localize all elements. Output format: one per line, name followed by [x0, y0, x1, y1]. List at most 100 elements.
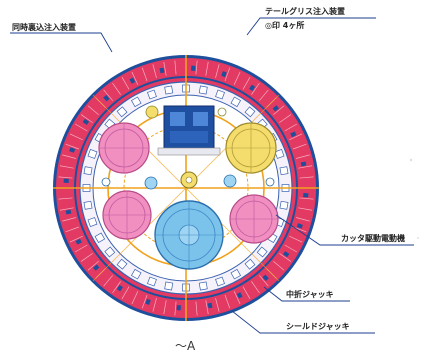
ring-fitting — [290, 131, 297, 138]
speck — [409, 158, 413, 162]
ring-hatch-line — [205, 300, 209, 315]
jack-cell — [130, 96, 142, 108]
ring-hatch-line — [103, 275, 113, 287]
ring-hatch-line — [242, 286, 251, 300]
jack-cell — [116, 106, 128, 118]
ring-hatch-line — [296, 217, 310, 222]
ring-fitting — [296, 223, 303, 229]
ring-fitting — [300, 161, 307, 167]
ring-hatch-line — [121, 76, 130, 90]
ring-hatch-line — [215, 298, 220, 312]
label-tail-grease-note: ◎印 4ヶ所 — [265, 20, 304, 30]
ring-hatch-line — [195, 301, 198, 316]
leader-lines — [10, 17, 414, 334]
figure-caption: ～A — [175, 339, 196, 353]
ring-hatch-line — [65, 226, 79, 233]
ring-hatch-line — [74, 123, 88, 132]
ring-hatch-line — [233, 291, 241, 305]
jack-cell — [83, 166, 93, 176]
ring-hatch-line — [174, 60, 177, 75]
ring-hatch-line — [65, 143, 79, 150]
ring-fitting — [272, 105, 279, 112]
jack-cell — [256, 246, 268, 258]
jack-cell — [230, 96, 242, 108]
ring-hatch-line — [69, 133, 83, 141]
jack-cell — [198, 85, 208, 95]
label-simultaneous-backfill: 同時裏込注入装置 — [12, 22, 76, 32]
ring-fitting — [145, 298, 151, 305]
pink-motor-bottom-right — [229, 194, 279, 244]
ring-hatch-line — [251, 281, 260, 294]
label-tail-grease: テールグリス注入装置 — [265, 6, 345, 16]
circular-section — [53, 55, 319, 321]
ring-hatch-line — [205, 61, 209, 76]
ring-fitting — [159, 67, 165, 74]
jack-cell — [279, 166, 289, 176]
ring-hatch-line — [141, 295, 148, 309]
ring-fitting — [176, 305, 181, 311]
pink-motor-bottom-left — [102, 190, 152, 240]
ring-hatch-line — [163, 61, 167, 76]
side-small-circle — [101, 177, 111, 187]
yellow-motor-top-right — [225, 122, 277, 174]
ring-hatch-line — [59, 165, 74, 169]
ring-fitting — [63, 178, 69, 183]
ring-fitting — [82, 118, 90, 125]
jack-cell — [215, 276, 225, 287]
ring-hatch-line — [279, 253, 292, 262]
ring-hatch-line — [62, 154, 76, 159]
jack-cell — [164, 85, 174, 95]
jack-cell — [215, 89, 225, 100]
jack-cell — [116, 258, 128, 270]
ring-fitting — [93, 264, 100, 271]
leader-shield-jack — [231, 310, 375, 334]
jack-cell — [147, 276, 157, 287]
jack-cell — [104, 246, 116, 258]
ring-hatch-line — [62, 217, 76, 222]
jack-cell — [198, 281, 208, 291]
ring-hatch-line — [224, 67, 231, 81]
jack-cell — [130, 268, 142, 280]
ring-hatch-line — [87, 261, 99, 271]
control-box-panel — [170, 131, 208, 143]
ring-hatch-line — [112, 281, 121, 294]
ring-hatch-line — [121, 286, 130, 300]
ring-hatch-line — [299, 176, 314, 179]
leader-tail-grease — [246, 17, 376, 36]
ring-hatch-line — [224, 295, 231, 309]
label-cutter-motor: カッタ駆動電動機 — [341, 233, 405, 243]
jack-cell — [230, 268, 242, 280]
ring-hatch-line — [58, 176, 73, 179]
ring-hatch-line — [80, 253, 93, 262]
ring-hatch-line — [58, 197, 73, 200]
ring-fitting — [207, 302, 213, 309]
blue-center-motor — [154, 200, 224, 270]
ring-hatch-line — [131, 71, 139, 85]
ring-hatch-line — [233, 71, 241, 85]
jack-cell — [87, 149, 98, 159]
leader-middle-jack — [263, 286, 350, 302]
leader-cutter-motor — [275, 214, 414, 246]
ring-hatch-line — [215, 64, 220, 78]
ring-hatch-line — [59, 207, 74, 211]
center-hub-core — [185, 176, 193, 184]
ring-hatch-line — [80, 114, 93, 123]
jack-cell — [279, 200, 289, 210]
ring-fitting — [236, 292, 243, 299]
ring-hatch-line — [259, 275, 269, 287]
side-small-circle — [223, 174, 237, 188]
jack-cell — [244, 106, 256, 118]
ring-hatch-line — [273, 105, 285, 115]
ring-hatch-line — [152, 64, 157, 78]
control-box-base — [157, 147, 221, 156]
ring-hatch-line — [279, 114, 292, 123]
ring-fitting — [249, 84, 256, 92]
ring-fitting — [221, 71, 227, 78]
ring-hatch-line — [284, 123, 298, 132]
ring-hatch-line — [284, 244, 298, 253]
side-small-circle — [265, 177, 275, 187]
ring-hatch-line — [103, 89, 113, 101]
ring-fitting — [303, 193, 309, 198]
ring-hatch-line — [152, 298, 157, 312]
